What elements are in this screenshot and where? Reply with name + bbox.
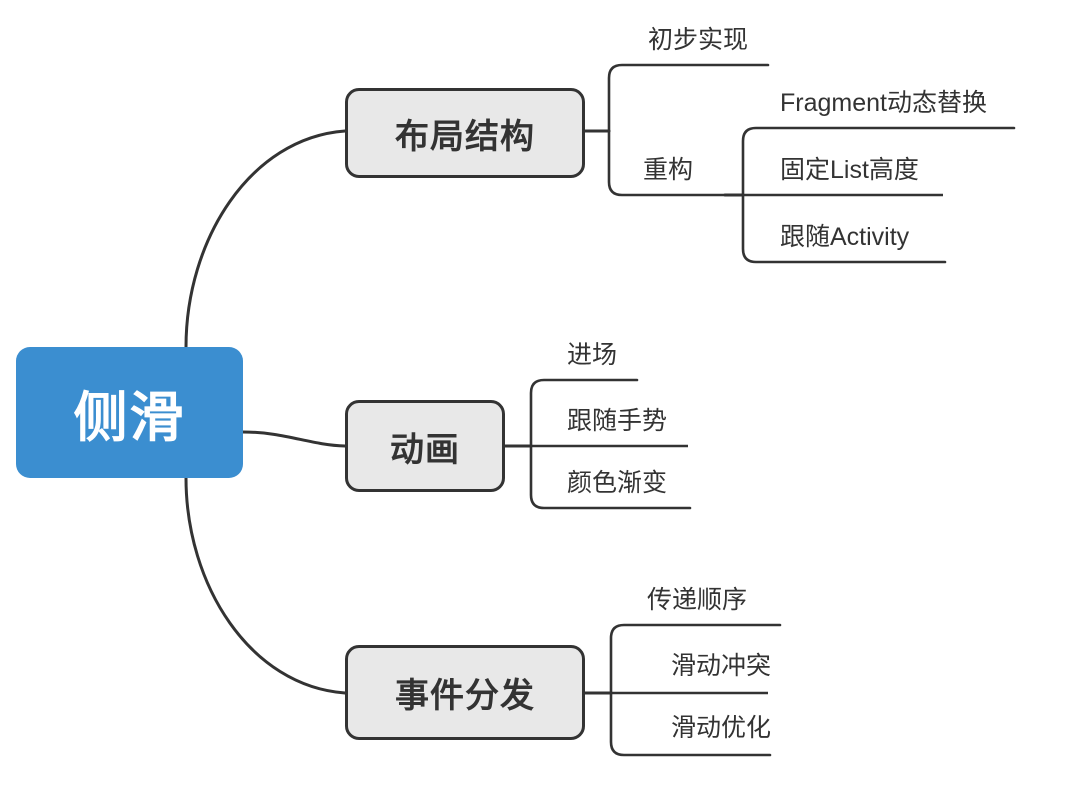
connector-root-to-layout	[184, 129, 347, 349]
leaf-follow-activity[interactable]: 跟随Activity	[780, 223, 910, 251]
leaf-dispatch-order[interactable]: 传递顺序	[647, 586, 748, 614]
topic-node-animation[interactable]: 动画	[345, 400, 505, 492]
leaf-initial-implementation[interactable]: 初步实现	[648, 26, 749, 54]
leaf-color-gradient[interactable]: 颜色渐变	[567, 469, 668, 497]
bracket-animation-top	[529, 378, 639, 448]
bracket-animation-bottom	[529, 444, 692, 510]
topic-node-layout-label: 布局结构	[395, 117, 535, 156]
bracket-refactor-children-top	[741, 126, 1016, 197]
connector-root-to-animation	[241, 430, 347, 448]
leaf-refactor[interactable]: 重构	[643, 156, 694, 184]
bracket-refactor-children-bottom	[741, 193, 947, 264]
root-node-label: 侧滑	[73, 388, 186, 448]
leaf-scroll-optimization[interactable]: 滑动优化	[671, 714, 772, 742]
topic-node-layout[interactable]: 布局结构	[345, 88, 585, 178]
topic-node-event-dispatch-label: 事件分发	[395, 677, 535, 715]
connector-root-to-event	[184, 476, 347, 695]
leaf-scroll-conflict[interactable]: 滑动冲突	[671, 652, 772, 680]
topic-node-animation-label: 动画	[390, 430, 460, 469]
bracket-layout-children-lower	[607, 129, 744, 197]
leaf-enter-animation[interactable]: 进场	[567, 341, 618, 369]
bracket-event-top	[609, 623, 782, 695]
leaf-fragment-dynamic-replace[interactable]: Fragment动态替换	[780, 89, 987, 117]
bracket-event-bottom	[609, 691, 772, 757]
leaf-follow-gesture[interactable]: 跟随手势	[567, 407, 668, 435]
leaf-fixed-list-height[interactable]: 固定List高度	[780, 156, 919, 184]
topic-node-event-dispatch[interactable]: 事件分发	[345, 645, 585, 740]
root-node[interactable]: 侧滑	[16, 347, 243, 478]
bracket-layout-children	[607, 63, 770, 133]
